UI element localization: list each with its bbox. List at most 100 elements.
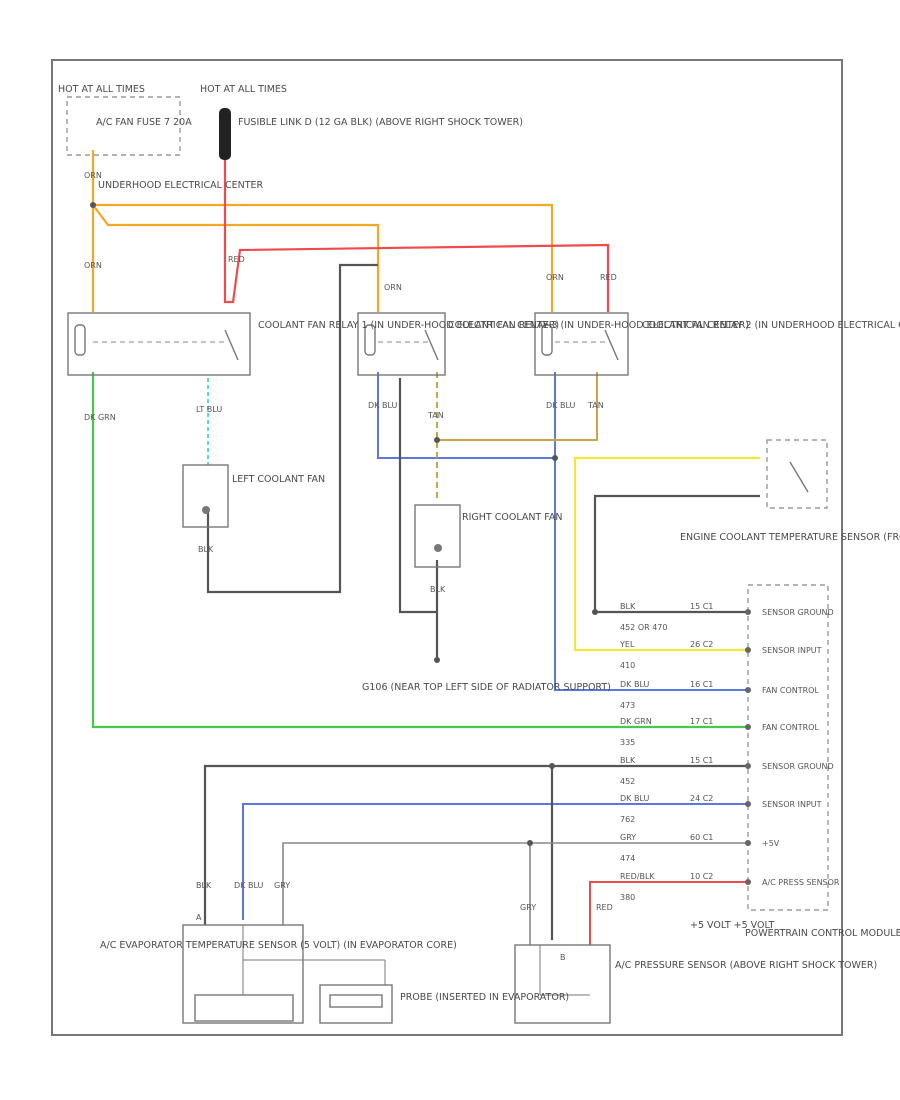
left-fan (182, 464, 229, 528)
ground-label: G106 (NEAR TOP LEFT SIDE OF RADIATOR SUP… (362, 682, 611, 693)
pcm-terminal (745, 763, 751, 769)
right-fan-label: RIGHT COOLANT FAN (462, 512, 562, 523)
pcm-pin-number: 15 C1 (690, 756, 713, 765)
wire-press-b: RED (596, 903, 613, 912)
pcm-wire-color: DK BLU (620, 794, 649, 803)
wire-evap-c: GRY (274, 881, 290, 890)
pcm-circuit: 335 (620, 738, 635, 747)
wire-relay1-ctrl: DK GRN (84, 413, 116, 422)
pcm-pin-number: 10 C2 (690, 872, 713, 881)
pcm-terminal (745, 609, 751, 615)
pcm-circuit: 410 (620, 661, 635, 670)
pcm-terminal (745, 840, 751, 846)
probe-label: PROBE (INSERTED IN EVAPORATOR) (400, 992, 569, 1003)
red-pressure-wire (589, 881, 748, 945)
wire-fan-gnd: BLK (198, 545, 214, 554)
pcm-pin-number: 60 C1 (690, 833, 713, 842)
pcm-pin-number: 16 C1 (690, 680, 713, 689)
relay1-label: COOLANT FAN RELAY 1 (IN UNDER-HOOD ELECT… (258, 320, 559, 331)
evap-sensor (182, 924, 386, 1024)
probe (319, 984, 393, 1024)
wire-relay2-out: TAN (587, 401, 604, 410)
wire-evap-b: DK BLU (234, 881, 263, 890)
left-fan-label: LEFT COOLANT FAN (232, 474, 325, 485)
blue-wires (242, 372, 748, 920)
pcm-pin-label: SENSOR INPUT (762, 646, 822, 655)
pcm-pin-label: FAN CONTROL (762, 723, 819, 732)
relay-3 (357, 312, 446, 376)
pcm-circuit: 452 (620, 777, 635, 786)
pcm-terminal (745, 647, 751, 653)
fusible-link-label: FUSIBLE LINK D (12 GA BLK) (ABOVE RIGHT … (238, 117, 523, 128)
pcm-pin-label: SENSOR GROUND (762, 762, 834, 771)
pcm-terminal (745, 687, 751, 693)
evap-label: A/C EVAPORATOR TEMPERATURE SENSOR (5 VOL… (100, 940, 457, 951)
pcm-circuit: 380 (620, 893, 635, 902)
green-wire (91, 372, 748, 729)
tan-wire-2 (437, 372, 598, 441)
relay3-label: COOLANT FAN RELAY 3 (IN UNDER-HOOD ELECT… (448, 320, 749, 331)
yellow-wire (573, 456, 760, 652)
wire-relay2-ctrl: DK BLU (546, 401, 575, 410)
hot-label-top: HOT AT ALL TIMES (200, 84, 287, 95)
diagram-frame (51, 59, 843, 1036)
pcm-circuit: 474 (620, 854, 635, 863)
pcm-wire-color: GRY (620, 833, 636, 842)
wire-relay3-out: TAN (427, 411, 444, 420)
pcm-rows: SENSOR GROUND BLK 452 OR 470 15 C1 SENSOR IN… (619, 602, 840, 902)
wire-relay1-feed: RED (228, 255, 245, 264)
red-wires (223, 150, 610, 312)
junction-dots (90, 202, 598, 846)
terminal-b-label: B (560, 953, 566, 962)
wire-right-fan-gnd: BLK (430, 585, 446, 594)
wire-relay2-in: ORN (546, 273, 564, 282)
pcm-label: POWERTRAIN CONTROL MODULE (IN ENGINE COM… (745, 928, 900, 939)
pcm-pin-number: 24 C2 (690, 794, 713, 803)
pcm-circuit: 473 (620, 701, 635, 710)
pcm-pin-label: FAN CONTROL (762, 686, 819, 695)
pcm-pin-number: 15 C1 (690, 602, 713, 611)
pcm-circuit: 452 OR 470 (620, 623, 667, 632)
fuse-box (66, 96, 181, 156)
pcm-terminal (745, 801, 751, 807)
wire-press-a: GRY (520, 903, 536, 912)
pcm-wire-color: BLK (620, 602, 636, 611)
wire-relay2-feed: RED (600, 273, 617, 282)
relay-1 (67, 312, 251, 376)
pcm-wire-color: DK BLU (620, 680, 649, 689)
pressure-label: A/C PRESSURE SENSOR (ABOVE RIGHT SHOCK T… (615, 960, 877, 971)
pcm-wire-color: RED/BLK (620, 872, 655, 881)
pressure-sensor (514, 944, 611, 1024)
volt-label: +5 VOLT +5 VOLT (690, 920, 774, 931)
wire-fuse-out: ORN (84, 171, 102, 180)
wire-evap-a: BLK (196, 881, 212, 890)
pcm-pin-label: SENSOR GROUND (762, 608, 834, 617)
wire-relay3-in: ORN (384, 283, 402, 292)
fusible-link (219, 108, 231, 160)
pcm-terminal (745, 879, 751, 885)
ect-sensor (766, 439, 828, 509)
pcm-pin-label: A/C PRESS SENSOR (762, 878, 840, 887)
wire-relay1-out: LT BLU (196, 405, 222, 414)
terminal-a-label: A (196, 913, 202, 922)
pcm-wire-color: YEL (619, 640, 635, 649)
pcm-circuit: 762 (620, 815, 635, 824)
relay2-label: COOLANT FAN RELAY 2 (IN UNDERHOOD ELECTR… (642, 320, 900, 331)
underhood-label: UNDERHOOD ELECTRICAL CENTER (98, 180, 264, 191)
ect-label: ENGINE COOLANT TEMPERATURE SENSOR (FRONT… (680, 532, 900, 543)
black-wires (203, 263, 760, 945)
pcm-pin-number: 26 C2 (690, 640, 713, 649)
wire-relay3-ctrl: DK BLU (368, 401, 397, 410)
right-fan (414, 504, 461, 568)
pcm-pin-number: 17 C1 (690, 717, 713, 726)
hot-label-left: HOT AT ALL TIMES (58, 84, 145, 95)
wire-relay1-in: ORN (84, 261, 102, 270)
fuse-label: A/C FAN FUSE 7 20A (96, 117, 192, 128)
relay-2 (534, 312, 629, 376)
pcm-wire-color: DK GRN (620, 717, 652, 726)
pcm-terminal (745, 724, 751, 730)
pcm-pin-label: +5V (762, 839, 780, 848)
pcm-pin-label: SENSOR INPUT (762, 800, 822, 809)
